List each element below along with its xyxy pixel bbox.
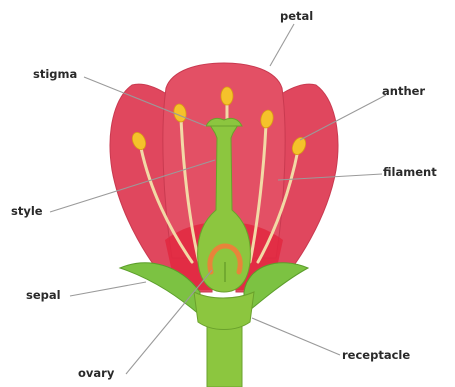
label-sepal: sepal xyxy=(26,290,61,302)
leader-sepal xyxy=(70,282,146,296)
label-ovary: ovary xyxy=(78,368,114,380)
anther-3 xyxy=(221,87,233,105)
label-filament: filament xyxy=(383,167,437,179)
leader-receptacle xyxy=(252,318,340,355)
label-style: style xyxy=(11,206,43,218)
label-petal: petal xyxy=(280,11,313,23)
leader-petal xyxy=(270,24,294,66)
receptacle-shape xyxy=(194,292,254,330)
label-anther: anther xyxy=(382,86,425,98)
stigma-shape xyxy=(206,118,242,126)
label-receptacle: receptacle xyxy=(342,350,410,362)
label-stigma: stigma xyxy=(33,69,77,81)
